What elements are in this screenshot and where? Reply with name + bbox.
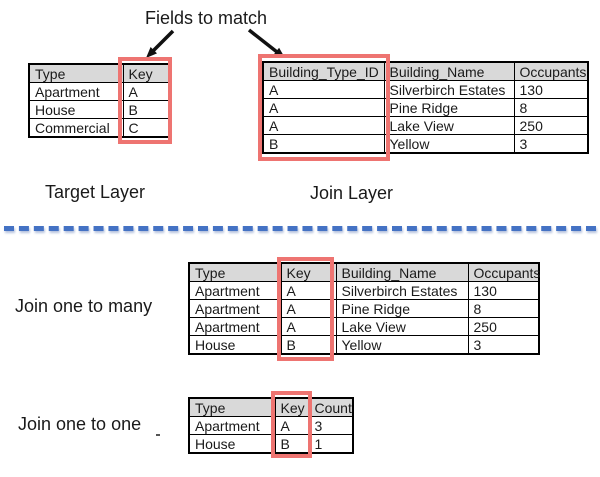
column-header: Occupants (513, 61, 589, 81)
column-header: Building_Type_ID (262, 61, 385, 81)
table-cell: A (280, 281, 337, 300)
arrow-down-right-icon (247, 28, 285, 58)
join-one-to-many-label: Join one to many (15, 296, 153, 316)
table-cell: A (122, 82, 170, 101)
table-cell: A (262, 98, 385, 117)
column-header: Key (280, 262, 337, 282)
column-header: Key (274, 397, 310, 417)
stray-mark (156, 434, 160, 436)
dashed-divider-line (4, 226, 596, 231)
table-cell: Apartment (188, 299, 282, 318)
table-cell: House (28, 100, 124, 119)
table-cell: B (280, 335, 337, 355)
table-cell: Pine Ridge (383, 98, 515, 117)
table-cell: 3 (467, 335, 540, 355)
table-cell: Apartment (188, 281, 282, 300)
table-cell: 250 (467, 317, 540, 336)
table-cell: Yellow (335, 335, 469, 355)
column-header: Type (28, 63, 124, 83)
table-cell: 3 (308, 416, 354, 435)
fields-to-match-arrows (146, 28, 285, 58)
arrow-down-left-icon (146, 29, 175, 58)
table-cell: Silverbirch Estates (335, 281, 469, 300)
table-cell: Silverbirch Estates (383, 80, 515, 99)
table-cell: A (274, 416, 310, 435)
table-cell: 3 (513, 134, 589, 154)
column-header: Key (122, 63, 170, 83)
table-cell: 130 (467, 281, 540, 300)
join-one-to-one-label: Join one to one (18, 414, 142, 434)
table-cell: B (274, 434, 310, 454)
table-cell: Commercial (28, 118, 124, 138)
table-cell: C (122, 118, 170, 138)
table-cell: 8 (467, 299, 540, 318)
table-cell: Apartment (28, 82, 124, 101)
column-header: Building_Name (335, 262, 469, 282)
join-layer-label: Join Layer (310, 183, 394, 203)
table-cell: House (188, 335, 282, 355)
table-cell: Apartment (188, 416, 276, 435)
table-cell: Lake View (335, 317, 469, 336)
table-cell: A (280, 317, 337, 336)
table-cell: Pine Ridge (335, 299, 469, 318)
target-layer-label: Target Layer (45, 182, 146, 202)
column-header: Occupants (467, 262, 540, 282)
column-header: Type (188, 262, 282, 282)
table-cell: Lake View (383, 116, 515, 135)
table-cell: 8 (513, 98, 589, 117)
table-cell: B (122, 100, 170, 119)
column-header: Building_Name (383, 61, 515, 81)
table-cell: A (262, 80, 385, 99)
table-cell: 1 (308, 434, 354, 454)
column-header: Count (308, 397, 354, 417)
table-cell: B (262, 134, 385, 154)
table-cell: A (262, 116, 385, 135)
table-cell: House (188, 434, 276, 454)
table-cell: 130 (513, 80, 589, 99)
table-cell: A (280, 299, 337, 318)
fields-to-match-label: Fields to match (145, 8, 268, 28)
table-cell: Yellow (383, 134, 515, 154)
table-cell: Apartment (188, 317, 282, 336)
column-header: Type (188, 397, 276, 417)
table-cell: 250 (513, 116, 589, 135)
